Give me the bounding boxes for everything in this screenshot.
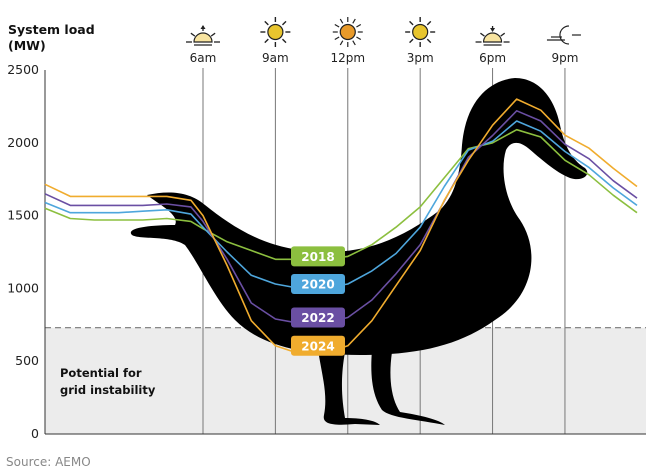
y-axis-title-line-2: (MW) (8, 38, 46, 53)
sun-ray (480, 32, 485, 37)
moon-icon (546, 25, 581, 45)
badge-background (291, 307, 345, 328)
source-note: Source: AEMO (6, 455, 91, 469)
badge-background (291, 335, 345, 356)
y-tick-labels: 0 500 1000 1500 2000 2500 (7, 62, 39, 441)
sun-ray (281, 38, 287, 44)
zone-label-line-1: Potential for (60, 366, 142, 380)
y-tick-label: 2000 (7, 135, 39, 150)
sun-ray (352, 18, 356, 24)
sun-ray (334, 23, 340, 28)
badge-2022: 2022 (291, 307, 345, 328)
badge-2018: 2018 (291, 246, 345, 267)
sun-ray (339, 40, 344, 46)
time-label: 12pm (330, 51, 365, 65)
time-label: 6pm (479, 51, 506, 65)
arrow-down-head (490, 28, 496, 32)
sun-ray (426, 38, 432, 44)
duck-leg-right (371, 350, 445, 425)
midday-sun-icon (332, 17, 363, 47)
sun-ray (352, 40, 356, 46)
crescent-moon (559, 25, 570, 45)
y-tick-label: 1000 (7, 280, 39, 295)
sun-disc (412, 23, 429, 41)
time-label: 3pm (407, 51, 434, 65)
y-tick-label: 500 (15, 353, 39, 368)
zone-label-line-2: grid instability (60, 383, 156, 397)
sun-ray (409, 20, 414, 26)
sunrise-icon (186, 25, 220, 46)
badge-label: 2022 (301, 311, 334, 325)
duck-leg-left (318, 350, 380, 425)
badge-2020: 2020 (291, 274, 345, 295)
time-label: 9am (262, 51, 289, 65)
sun-ray (264, 38, 269, 44)
time-label: 9pm (551, 51, 578, 65)
sun-ray (210, 32, 216, 37)
y-axis-title-line-1: System load (8, 22, 95, 37)
sun-ray (500, 32, 506, 37)
sun-icon (260, 17, 291, 47)
arrow-up-head (200, 25, 206, 29)
series-badges: 2024 2022 2020 2018 (291, 246, 345, 356)
sun-ray (356, 36, 362, 41)
badge-label: 2024 (301, 339, 334, 353)
time-markers: 6am 9am 12pm 3pm 6pm 9pm (186, 17, 581, 65)
sun-icon (405, 17, 436, 47)
badge-label: 2020 (301, 278, 334, 292)
sun-ray (264, 20, 269, 26)
half-sun (193, 32, 213, 43)
sun-ray (426, 20, 432, 26)
sun-ray (334, 36, 340, 41)
y-tick-label: 2500 (7, 62, 39, 77)
y-tick-label: 1500 (7, 208, 39, 223)
badge-2024: 2024 (291, 335, 345, 356)
sun-ray (409, 38, 414, 44)
sun-ray (281, 20, 287, 26)
sun-disc (339, 23, 356, 41)
sun-ray (190, 32, 196, 37)
badge-label: 2018 (301, 250, 334, 264)
badge-background (291, 246, 345, 267)
sun-ray (339, 18, 344, 24)
sun-disc (267, 23, 284, 41)
time-label: 6am (190, 51, 217, 65)
half-sun (482, 32, 503, 43)
y-tick-label: 0 (31, 426, 39, 441)
sunset-icon (475, 26, 510, 46)
badge-background (291, 274, 345, 295)
sun-ray (356, 23, 362, 28)
